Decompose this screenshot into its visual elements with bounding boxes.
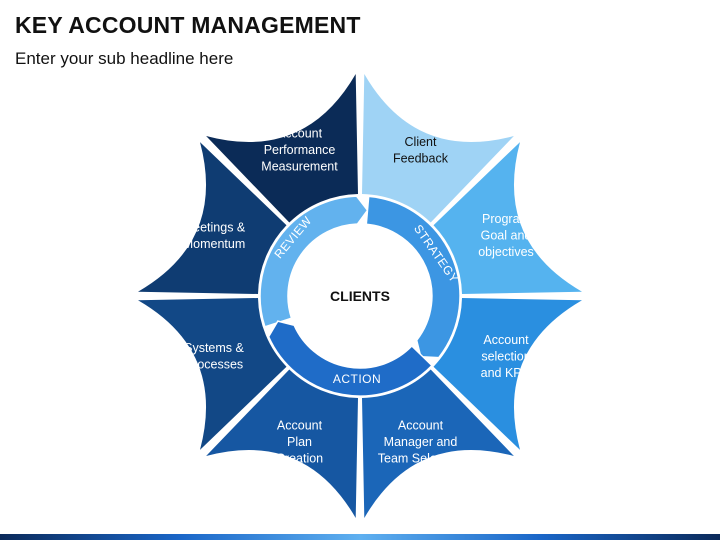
- page-subtitle: Enter your sub headline here: [15, 49, 234, 68]
- page-title: KEY ACCOUNT MANAGEMENT: [15, 12, 361, 38]
- segment-label-3-line-3: and KPIs: [481, 366, 532, 380]
- ring-arc-action: [267, 320, 433, 397]
- center-label: CLIENTS: [330, 288, 390, 304]
- segment-shape-1: [362, 74, 514, 223]
- bottom-accent-bar: [0, 534, 720, 540]
- segment-shape-2: [433, 142, 582, 294]
- ring-label-action: ACTION: [333, 372, 381, 386]
- ring-arc-strategy: [365, 195, 461, 359]
- segment-label-4-line-3: Team Selection: [378, 452, 464, 466]
- segment-label-1-line-1: Client: [405, 135, 437, 149]
- segment-label-1-line-2: Feedback: [393, 151, 449, 165]
- segment-shape-3: [433, 298, 582, 450]
- segment-label-4-line-2: Manager and: [384, 435, 458, 449]
- segment-label-2-line-1: Program: [482, 212, 530, 226]
- segment-shape-5: [206, 369, 358, 518]
- segment-label-2-line-3: objectives: [478, 245, 534, 259]
- segment-label-5-line-1: Account: [277, 419, 323, 433]
- segment-label-7-line-1: Meetings &: [183, 220, 246, 234]
- segment-label-5-line-3: Creation: [276, 452, 323, 466]
- segment-label-5-line-2: Plan: [287, 435, 312, 449]
- segment-label-6-line-2: Processes: [185, 358, 243, 372]
- segment-label-8-line-3: Measurement: [261, 160, 338, 174]
- ring-arc-review: [259, 195, 369, 328]
- center-circle: [290, 226, 430, 366]
- segment-label-7-line-2: Momentum: [183, 237, 246, 251]
- segment-label-8-line-2: Performance: [264, 143, 336, 157]
- segment-label-3-line-1: Account: [483, 333, 529, 347]
- segment-shape-8: [206, 74, 358, 223]
- segment-label-3-line-2: selection: [481, 350, 530, 364]
- segment-shape-7: [138, 142, 287, 294]
- segment-shape-6: [138, 298, 287, 450]
- segment-label-4-line-1: Account: [398, 419, 444, 433]
- segment-label-2-line-2: Goal and: [481, 229, 532, 243]
- segment-label-6-line-1: Systems &: [184, 341, 244, 355]
- segment-label-8-line-1: Account: [277, 127, 323, 141]
- cycle-ring: [259, 195, 461, 397]
- segment-shape-4: [362, 369, 514, 518]
